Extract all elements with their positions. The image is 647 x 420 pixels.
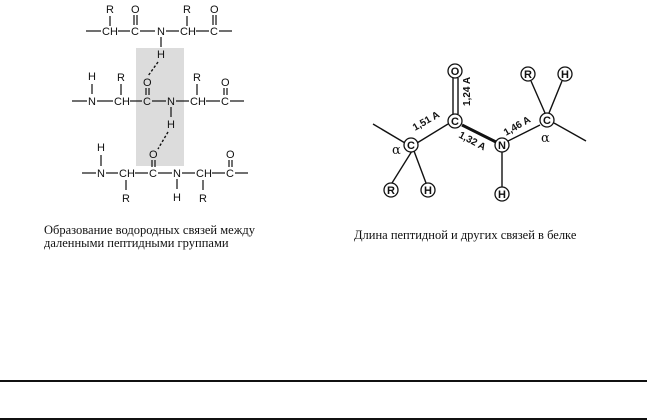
row3-ch-1: CH <box>119 168 135 180</box>
c-alpha-1-circle <box>403 137 419 153</box>
n-label: N <box>498 140 506 152</box>
r-right-label: R <box>524 69 532 81</box>
n-circle <box>494 137 510 153</box>
c-alpha-2-circle <box>539 112 555 128</box>
row3-h-n: H <box>173 192 181 204</box>
alpha-label-2: α <box>541 131 550 146</box>
row2-o-1: O <box>143 77 152 89</box>
c-carbonyl-circle <box>447 113 463 129</box>
row1-o-2: O <box>210 4 219 16</box>
row2-ch-2: CH <box>190 96 206 108</box>
row1-c-1: C <box>131 26 139 38</box>
row3-r-2: R <box>199 193 207 205</box>
row3-c-2: C <box>226 168 234 180</box>
row1-c-2: C <box>210 26 218 38</box>
row2-h-n: H <box>167 119 175 131</box>
row3-h-1: H <box>97 142 105 154</box>
h-n-label: H <box>498 189 506 201</box>
bond-length-c-o: 1,24 A <box>462 77 473 106</box>
row2-n-1: N <box>88 96 96 108</box>
hydrogen-bond-diagram: CH R C O N H CH R C O H N CH R C O N H C… <box>72 4 248 205</box>
h-n-circle <box>494 186 510 202</box>
row1-h-n: H <box>157 49 165 61</box>
hydrogen-bond-caption: Образование водородных связей между дале… <box>44 223 255 250</box>
r-left-circle <box>383 182 399 198</box>
c-carbonyl-label: C <box>451 116 459 128</box>
row2-ch-1: CH <box>114 96 130 108</box>
hydrogen-bond-1 <box>147 61 159 77</box>
horizontal-rule-top <box>0 380 647 382</box>
row2-h-1: H <box>88 71 96 83</box>
row1-ch-1: CH <box>102 26 118 38</box>
row3-n-1: N <box>97 168 105 180</box>
row3-r-1: R <box>122 193 130 205</box>
bond-length-c-alpha-c: 1,51 A <box>411 110 442 134</box>
row3-c-1: C <box>149 168 157 180</box>
h-left-circle <box>420 182 436 198</box>
o-label: O <box>451 66 460 78</box>
row3-n-2: N <box>173 168 181 180</box>
row2-r-2: R <box>193 72 201 84</box>
h-left-label: H <box>424 185 432 197</box>
row2-n-2: N <box>167 96 175 108</box>
bond-length-caption: Длина пептидной и других связей в белке <box>354 228 577 242</box>
hydrogen-bond-2 <box>157 131 169 150</box>
h-right-label: H <box>561 69 569 81</box>
row3-o-1: O <box>149 149 158 161</box>
row2-c-1: C <box>143 96 151 108</box>
h-right-circle <box>557 66 573 82</box>
peptide-group-highlight <box>136 48 184 166</box>
bond-length-c-n: 1,32 A <box>457 130 488 153</box>
row2-c-2: C <box>221 96 229 108</box>
row1-r-1: R <box>106 4 114 16</box>
c-alpha-2-label: C <box>543 115 551 127</box>
r-right-circle <box>520 66 536 82</box>
row1-o-1: O <box>131 4 140 16</box>
row3-o-2: O <box>226 149 235 161</box>
row3-ch-2: CH <box>196 168 212 180</box>
horizontal-rule-bottom <box>0 418 647 420</box>
row2-r-1: R <box>117 72 125 84</box>
row1-r-2: R <box>183 4 191 16</box>
row1-ch-2: CH <box>180 26 196 38</box>
c-alpha-1-label: C <box>407 140 415 152</box>
row2-o-2: O <box>221 77 230 89</box>
row1-n: N <box>157 26 165 38</box>
o-circle <box>447 63 463 79</box>
bond-length-n-c-alpha: 1,46 A <box>502 115 533 139</box>
peptide-bond <box>461 123 497 144</box>
r-left-label: R <box>387 185 395 197</box>
alpha-label-1: α <box>392 143 401 158</box>
